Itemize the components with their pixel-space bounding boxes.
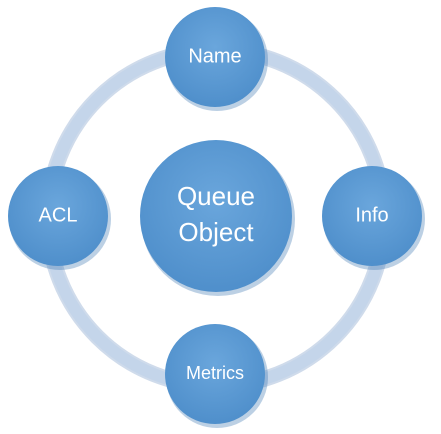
metrics-node: Metrics bbox=[165, 324, 268, 428]
acl-node-label: ACL bbox=[39, 204, 78, 226]
center-node-line1: Queue bbox=[177, 181, 255, 211]
center-node-line2: Object bbox=[178, 217, 254, 247]
metrics-node-label: Metrics bbox=[186, 363, 244, 383]
name-node-label: Name bbox=[188, 45, 241, 67]
acl-node: ACL bbox=[8, 166, 111, 270]
info-node: Info bbox=[322, 166, 425, 270]
center-node: Queue Object bbox=[140, 140, 295, 296]
info-node-label: Info bbox=[355, 204, 388, 226]
name-node: Name bbox=[165, 7, 268, 111]
